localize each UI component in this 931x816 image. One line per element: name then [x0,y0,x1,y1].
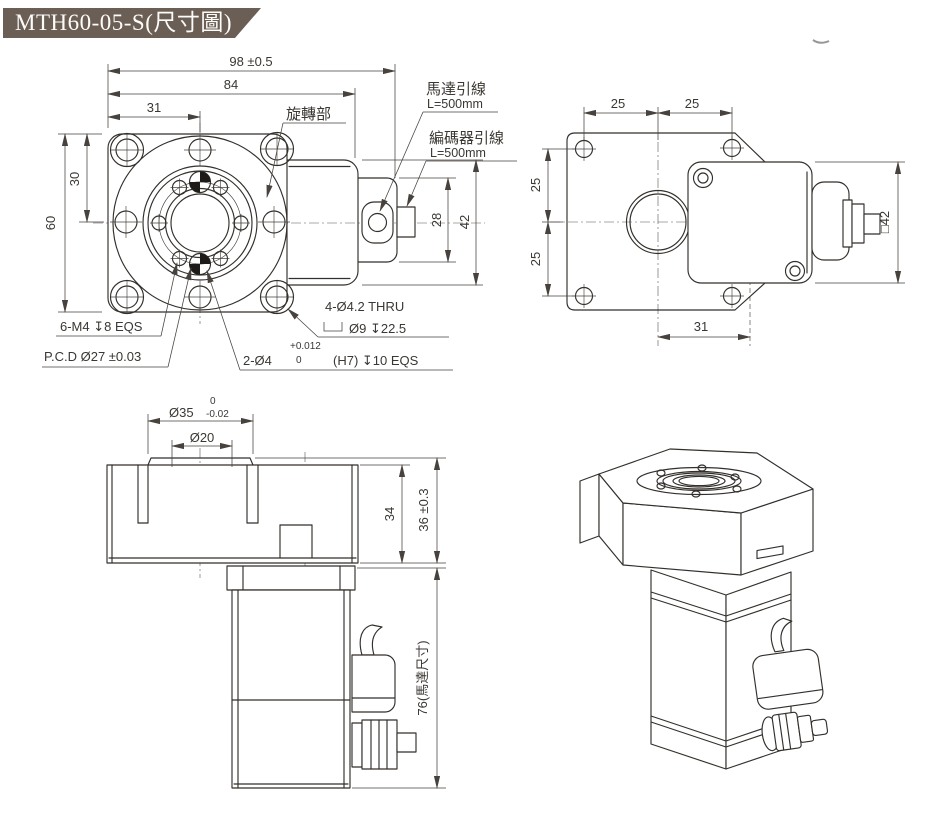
iso-encoder-connector [761,711,829,752]
label-motor-lead: 馬達引線 [426,81,486,98]
motor-lead-exit [367,212,388,233]
side-body [106,464,359,564]
dim-hole-span-left-lower: 25 [528,252,543,266]
iso-cable-gland [752,617,824,710]
label-motor-lead-length: L=500mm [427,97,483,111]
note-pin-tol-lower: 0 [296,355,302,366]
front-labels: 旋轉部 馬達引線 L=500mm 編碼器引線 L=500mm [266,81,517,212]
dowel-pin-holes [188,170,212,276]
note-thru-holes: 4-Ø4.2 THRU [325,299,404,314]
dim-motor-offset: 31 [694,319,708,334]
rear-motor-body [687,161,813,284]
rear-plate [566,132,766,311]
encoder-connector-stub [396,206,416,238]
dim-hole-span-top-left: 25 [611,96,625,111]
dim-overall-height: 36 ±0.3 [416,488,431,531]
front-dimensions: 98 ±0.5 84 31 60 30 28 42 [43,54,483,313]
dim-body-height: 34 [382,507,397,521]
note-counterbore: Ø9 ↧22.5 [349,321,406,336]
side-boss [147,457,254,466]
dim-boss-tol-upper: 0 [210,396,216,407]
note-pin-holes-spec: (H7) ↧10 EQS [333,353,419,368]
motor-body [231,589,351,789]
rear-dimensions: 25 25 25 25 31 □42 [528,96,905,341]
side-dimensions: Ø35 0 -0.02 Ø20 34 36 ±0.3 76(馬達尺寸) [147,396,446,789]
cable-gland-outline [361,201,394,244]
dim-boss-dia: Ø35 [169,405,194,420]
dim-motor-height: 42 [457,215,472,229]
counterbore-icon [323,322,343,332]
scan-artifact [812,39,830,44]
rear-connector-stub [863,213,881,235]
pcd-tap-holes [150,178,250,268]
dim-boss-tol-lower: -0.02 [206,409,229,420]
dim-bore-dia: Ø20 [190,430,215,445]
note-pcd: P.C.D Ø27 ±0.03 [44,349,141,364]
side-view: Ø35 0 -0.02 Ø20 34 36 ±0.3 76(馬達尺寸) [106,396,446,789]
dim-overall-width: 98 ±0.5 [229,54,272,69]
isometric-view [579,448,829,770]
dim-motor-face-height: 28 [429,213,444,227]
note-tap-holes: 6-M4 ↧8 EQS [60,319,143,334]
dim-hole-span-left-upper: 25 [528,178,543,192]
drawing-title: MTH60-05-S(尺寸圖) [15,10,233,35]
rear-view: 25 25 25 25 31 □42 [528,96,905,346]
dim-hole-span-top-right: 25 [685,96,699,111]
iso-motor [650,569,829,770]
dim-height: 60 [43,216,58,230]
dim-motor-length: 76(馬達尺寸) [415,640,430,715]
motor-flange [226,565,356,591]
side-connector-stub [396,732,417,753]
label-encoder-lead-length: L=500mm [430,146,486,160]
mount-holes [110,133,293,313]
note-pin-holes-dia: 2-Ø4 [243,353,272,368]
dim-center-offset: 31 [147,100,161,115]
iso-plate [579,448,814,576]
front-notes: 6-M4 ↧8 EQS P.C.D Ø27 ±0.03 4-Ø4.2 THRU … [42,262,453,371]
label-encoder-lead: 編碼器引線 [429,130,504,147]
dim-motor-square: □42 [877,211,892,233]
motor-cable [359,624,383,656]
center-bore [170,193,230,253]
iso-vent-slot [756,545,784,560]
side-cable-gland [351,654,396,713]
dim-body-width: 84 [224,77,238,92]
label-rotating-part: 旋轉部 [286,106,331,123]
front-view: 98 ±0.5 84 31 60 30 28 42 [42,54,517,371]
note-pin-tol-upper: +0.012 [290,341,321,352]
title-banner: MTH60-05-S(尺寸圖) [3,8,261,38]
dim-half-height: 30 [67,172,82,186]
